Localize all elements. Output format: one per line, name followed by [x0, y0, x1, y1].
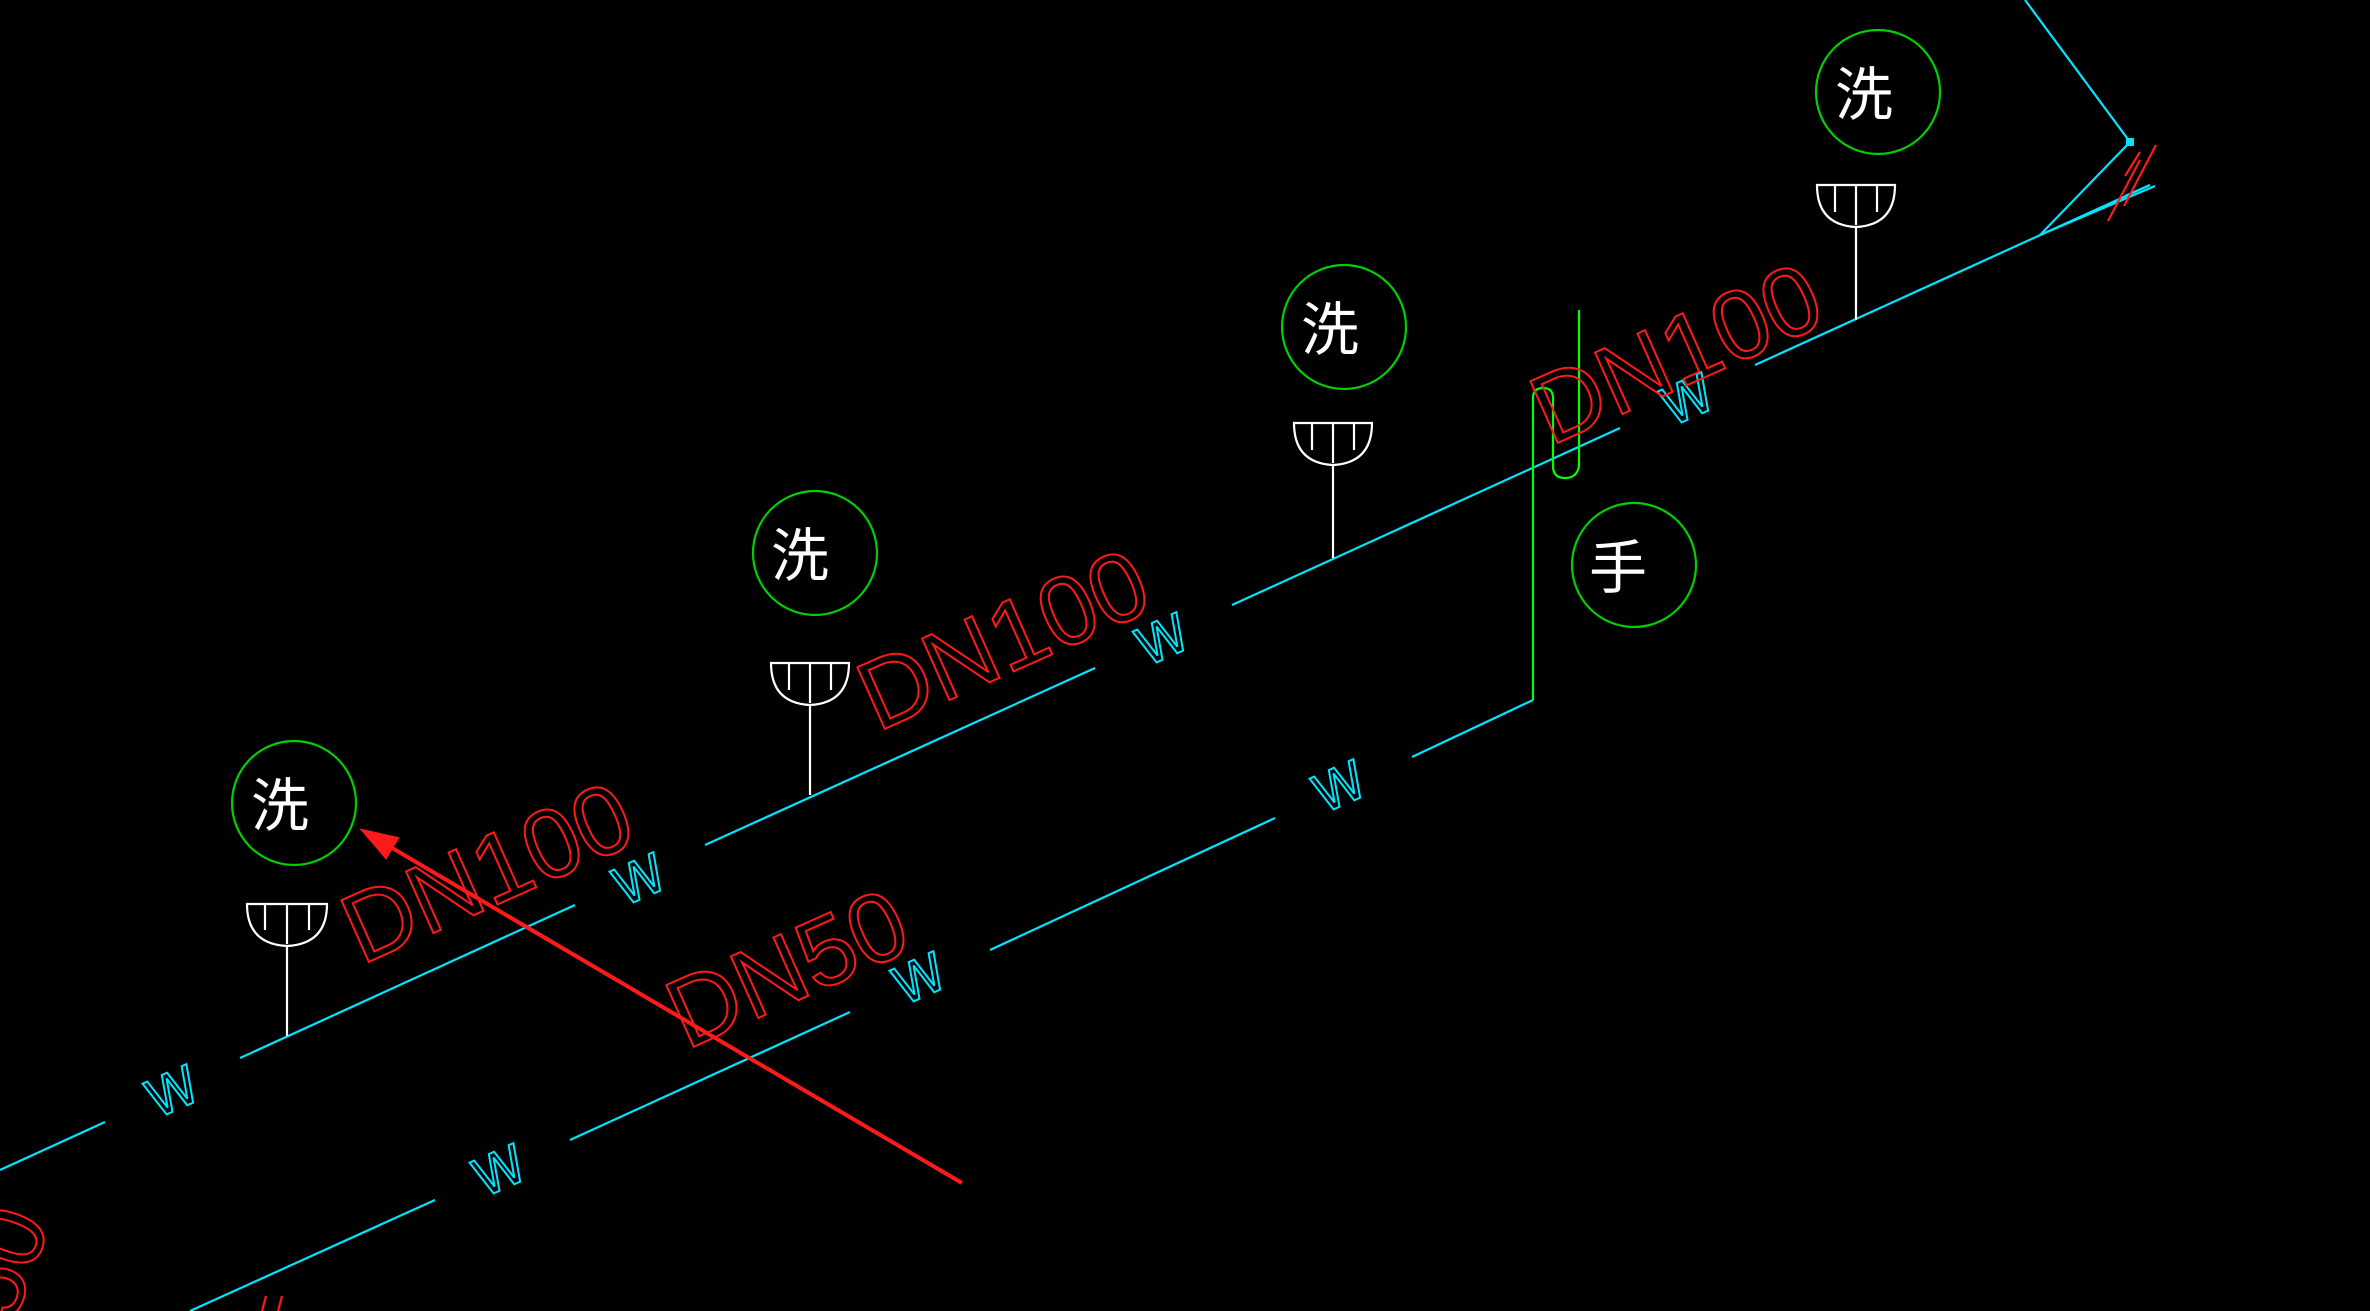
- badge-ring: [1280, 263, 1408, 391]
- badge-ring: [230, 739, 358, 867]
- badge-label: 洗: [1835, 61, 1893, 129]
- badge-label: 洗: [251, 772, 309, 840]
- break-mark: [260, 1295, 268, 1311]
- pipe-segment: [569, 1010, 851, 1142]
- wash-basin-1: [245, 902, 329, 1036]
- partial-dn-label: 50: [0, 1192, 70, 1311]
- w-label: W: [1304, 750, 1375, 826]
- pipe-segment: [1411, 699, 1534, 758]
- badge-wash-4: 洗: [1814, 28, 1942, 156]
- w-label: W: [464, 1134, 535, 1210]
- basin-bowl-icon: [245, 902, 329, 948]
- basin-bowl-icon: [1815, 183, 1897, 229]
- pipe-segment: [989, 817, 1276, 951]
- pipe-segment: [189, 1198, 436, 1311]
- badge-ring: [751, 489, 879, 617]
- arrow-head-icon: [359, 828, 400, 860]
- vent-line: [2039, 141, 2131, 236]
- break-mark: [2107, 159, 2141, 222]
- break-marks: [260, 144, 2157, 1311]
- pipe-segment: [239, 903, 576, 1060]
- pipe-segment: [2039, 184, 2156, 237]
- vent-line: [2024, 0, 2131, 143]
- dn50-label: DN50: [650, 867, 924, 1069]
- arrow-shaft: [368, 833, 964, 1185]
- riser-trap: [1531, 310, 1581, 700]
- pipe-segment: [704, 666, 1096, 847]
- badge-label: 手: [1589, 534, 1647, 602]
- vent-node: [2126, 138, 2134, 146]
- basin-bowl-icon: [769, 661, 851, 707]
- badge-hand: 手: [1570, 501, 1698, 629]
- badge-label: 洗: [771, 522, 829, 590]
- wash-basin-3: [1292, 421, 1374, 558]
- badge-label: 洗: [1301, 296, 1359, 364]
- wash-basin-4: [1815, 183, 1897, 320]
- badge-wash-1: 洗: [230, 739, 358, 867]
- badge-wash-2: 洗: [751, 489, 879, 617]
- annotation-arrow: [359, 828, 964, 1185]
- vent-pipe: [2024, 0, 2134, 236]
- basin-bowl-icon: [1292, 421, 1374, 467]
- break-mark: [276, 1295, 284, 1311]
- break-mark: [2124, 151, 2141, 177]
- badge-wash-3: 洗: [1280, 263, 1408, 391]
- pipe-segment: [0, 1120, 106, 1172]
- pipe-segment: [1231, 426, 1621, 607]
- dn100-label: DN100: [325, 760, 648, 985]
- badge-ring: [1570, 501, 1698, 629]
- upper-drain-pipe: [0, 183, 2156, 1172]
- break-mark: [2123, 144, 2157, 207]
- dn100-label: DN100: [841, 527, 1164, 752]
- lower-drain-pipe: [189, 699, 1534, 1311]
- wash-basin-2: [769, 661, 851, 795]
- badge-ring: [1814, 28, 1942, 156]
- w-label: W: [137, 1055, 208, 1131]
- trap-loop: [1531, 310, 1581, 700]
